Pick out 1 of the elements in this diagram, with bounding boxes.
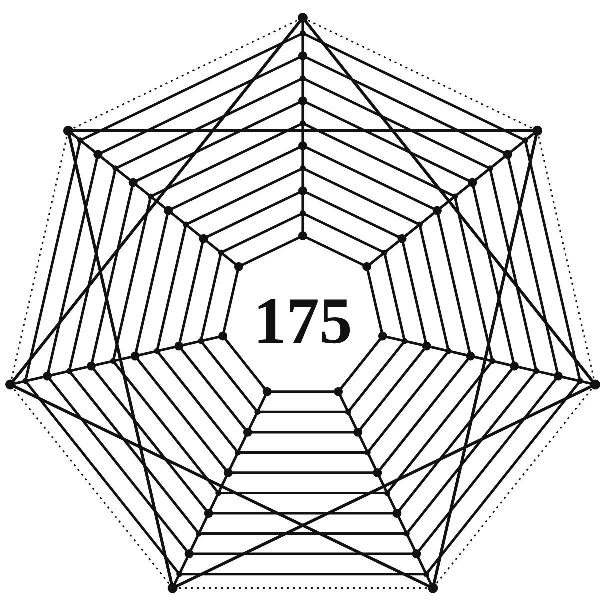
center-number: 175: [254, 289, 352, 355]
